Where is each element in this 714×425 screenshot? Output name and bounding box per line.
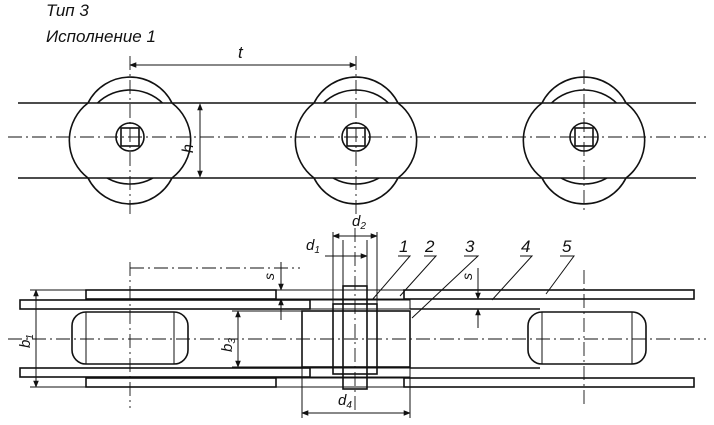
variant-label: Исполнение 1 (46, 27, 156, 46)
d4-label: d4 (338, 392, 352, 411)
callout-1: 1 (399, 237, 408, 256)
inner-plate-top (19, 299, 311, 310)
outer-plate-top-right (403, 289, 695, 300)
chain-type-label: Тип 3 (46, 1, 89, 20)
callout-5: 5 (562, 237, 572, 256)
d1-label: d1 (306, 237, 320, 256)
roller-side-left (71, 311, 189, 365)
callout-3: 3 (465, 237, 475, 256)
d2-label: d2 (352, 213, 366, 232)
height-label: h (180, 144, 197, 153)
b1-label: b1 (17, 334, 36, 348)
roller-section (301, 310, 411, 368)
inner-plate-bottom (19, 367, 311, 378)
callout-2: 2 (424, 237, 435, 256)
s-right-label: s (459, 273, 475, 280)
outer-plate-bottom-right (403, 377, 695, 388)
callout-numbers: 1 2 3 4 5 (399, 237, 572, 256)
section-view (8, 228, 706, 418)
dimension-labels: d1 d2 d4 b3 b1 s s (17, 213, 475, 411)
s-left-label: s (261, 273, 277, 280)
outer-plate-bottom-left (85, 377, 277, 388)
top-view: t h (8, 43, 706, 215)
link-plate-band (18, 103, 696, 178)
pitch-label: t (238, 43, 244, 62)
callout-4: 4 (521, 237, 530, 256)
b3-label: b3 (219, 338, 238, 352)
outer-plate-top-left (85, 289, 277, 300)
roller-side-right (527, 311, 647, 365)
